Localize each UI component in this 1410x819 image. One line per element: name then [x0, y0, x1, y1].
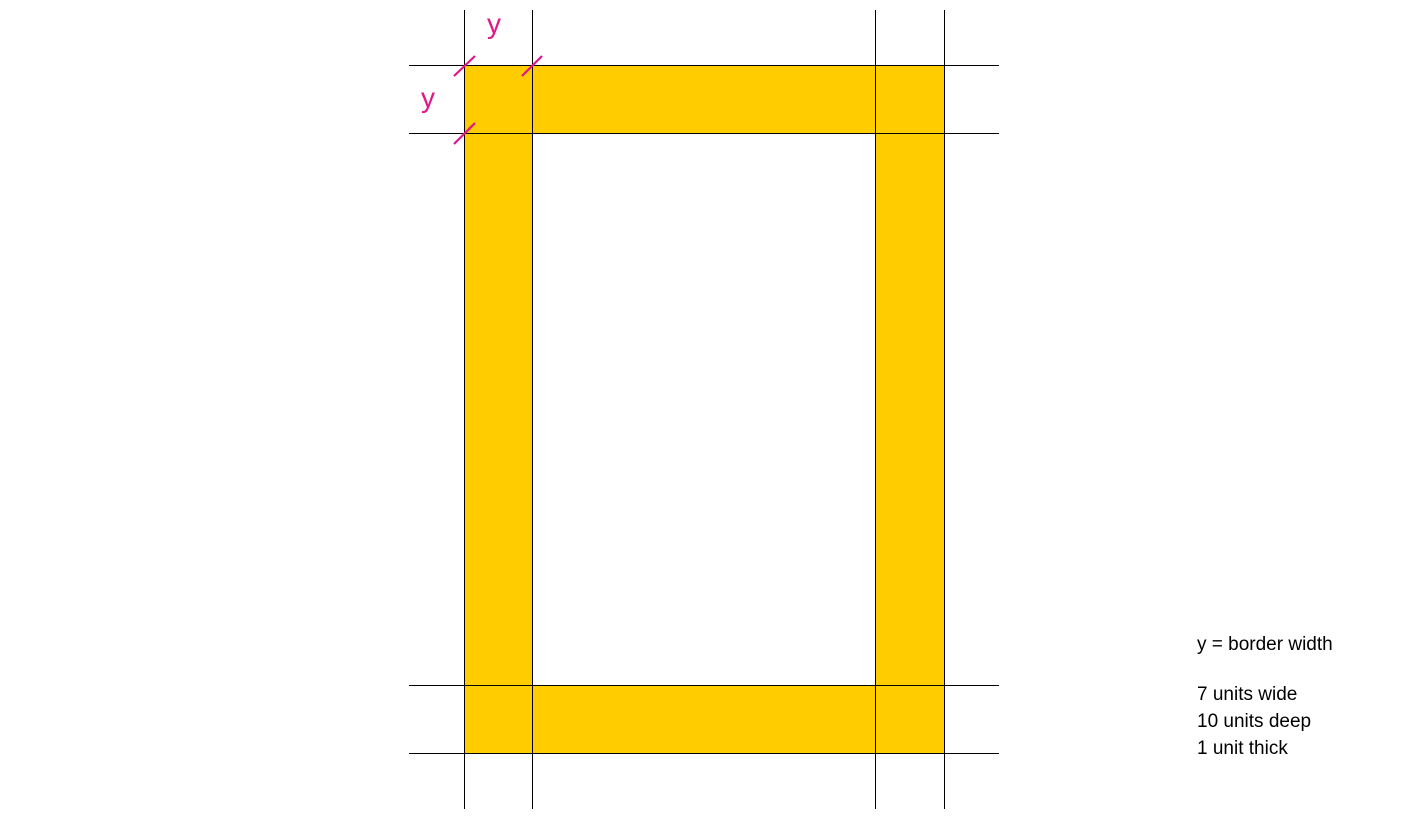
frame-right-bar: [875, 65, 944, 754]
dimension-tick-top-left: [453, 55, 476, 77]
legend-spacer: [1197, 658, 1333, 681]
dimension-label-top: y: [487, 8, 501, 39]
legend: y = border width 7 units wide 10 units d…: [1197, 631, 1333, 762]
dimension-tick-left-bottom: [453, 122, 476, 145]
legend-definition: y = border width: [1197, 634, 1333, 655]
frame-left-bar: [464, 65, 533, 754]
legend-depth: 10 units deep: [1197, 711, 1312, 732]
dimension-tick-top-right: [521, 55, 543, 77]
frame-top-bar: [464, 65, 944, 134]
legend-thickness: 1 unit thick: [1197, 738, 1288, 759]
legend-width: 7 units wide: [1197, 684, 1298, 705]
frame-bottom-bar: [464, 685, 944, 754]
guide-lines: [409, 10, 999, 809]
dimension-ticks: [453, 55, 543, 145]
border-frame: [464, 65, 944, 754]
dimension-label-left: y: [421, 82, 435, 113]
